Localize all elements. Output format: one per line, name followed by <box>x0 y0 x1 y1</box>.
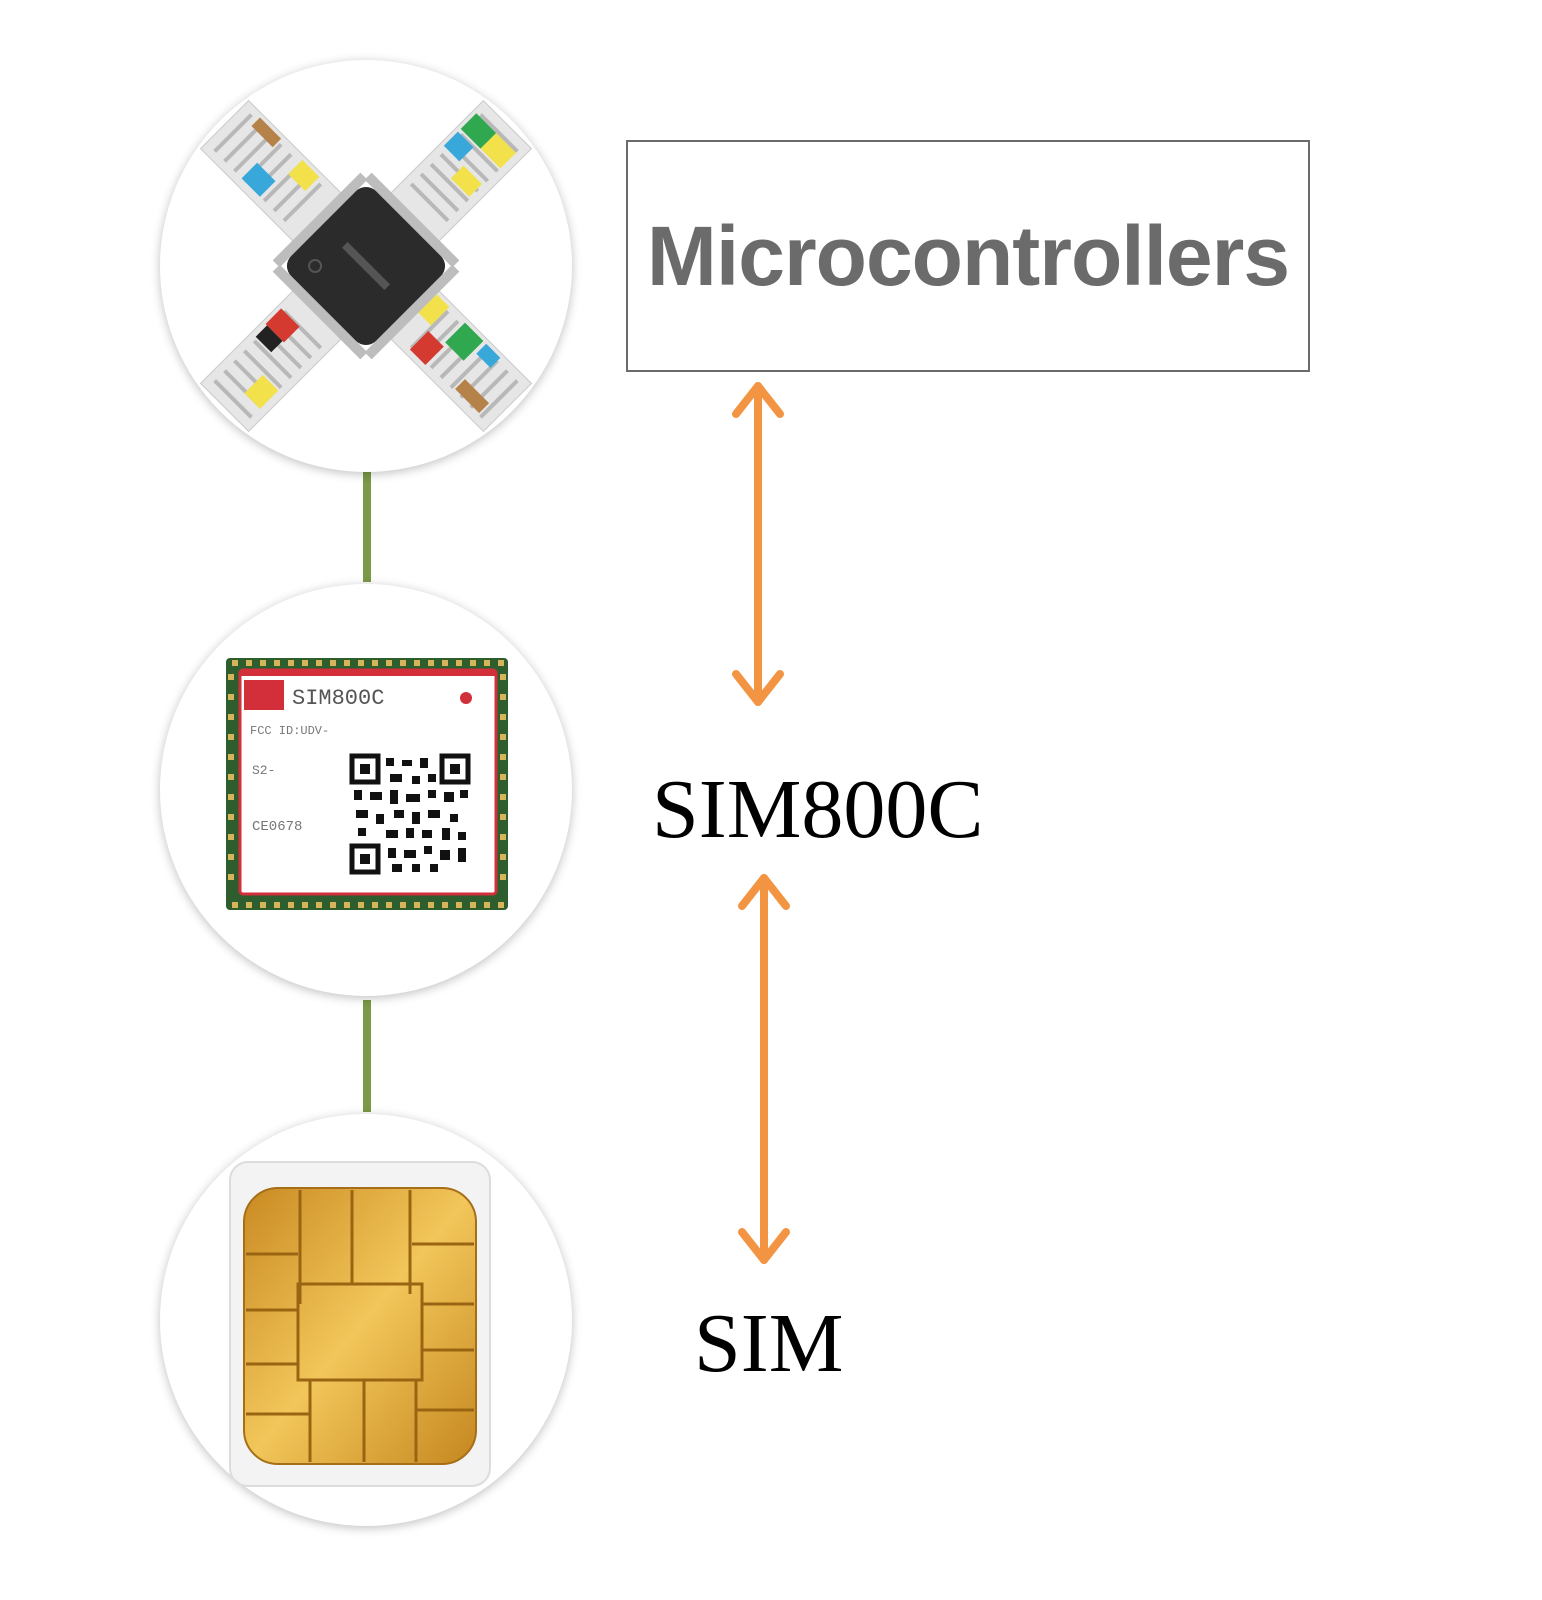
microcontrollers-label: Microcontrollers <box>646 208 1290 303</box>
sim800c-module-icon: SIM800C FCC ID:UDV- S2- CE0678 <box>226 658 508 910</box>
module-ce-marking: CE0678 <box>252 819 302 835</box>
microcontroller-sim800c-arrow <box>732 382 784 706</box>
sim-card-node <box>160 1114 572 1526</box>
connector-bottom <box>363 1000 371 1112</box>
microcontrollers-label-box: Microcontrollers <box>626 140 1310 372</box>
connector-top <box>363 470 371 582</box>
sim800c-sim-arrow <box>738 874 790 1264</box>
microcontroller-node <box>160 60 572 472</box>
module-fcc-marking: FCC ID:UDV- <box>250 724 329 738</box>
module-id-marking: S2- <box>252 763 275 778</box>
module-model-marking: SIM800C <box>292 686 384 711</box>
sim800c-label: SIM800C <box>652 763 984 856</box>
qr-code-icon <box>349 753 471 875</box>
microcontroller-chip-icon <box>199 99 533 433</box>
gsm-module-node: SIM800C FCC ID:UDV- S2- CE0678 <box>160 584 572 996</box>
sim-card-icon <box>229 1161 491 1487</box>
sim-label: SIM <box>694 1297 844 1390</box>
